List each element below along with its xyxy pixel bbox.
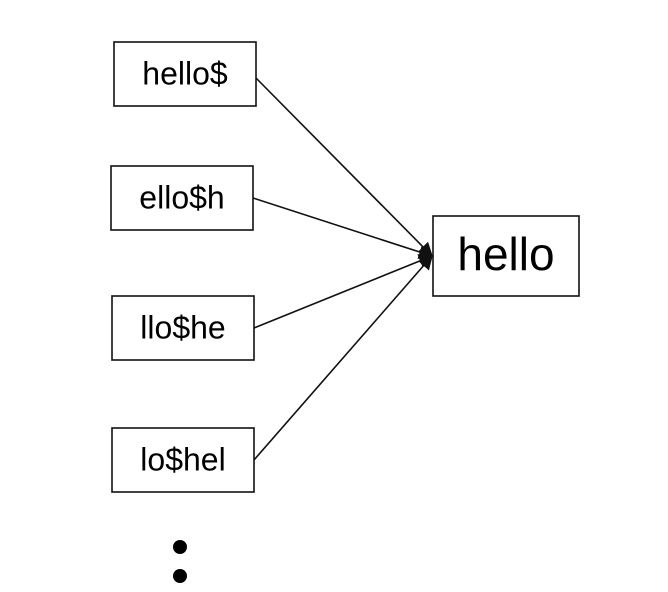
target-node: hello	[432, 215, 580, 297]
edge-lo$hel-to-hello	[253, 254, 433, 461]
source-node-4-label: lo$hel	[140, 441, 225, 477]
vertical-ellipsis-icon	[173, 540, 187, 583]
source-node-1-label: hello$	[142, 55, 228, 91]
source-node-1: hello$	[113, 41, 257, 107]
edge-ello$h-to-hello	[252, 197, 434, 259]
source-node-3: llo$he	[111, 295, 255, 361]
target-node-label: hello	[457, 228, 554, 280]
source-node-2-label: ello$h	[139, 179, 224, 215]
edge-hello$-to-hello	[255, 77, 434, 258]
source-node-3-label: llo$he	[140, 309, 225, 345]
source-node-2: ello$h	[110, 165, 254, 231]
source-node-4: lo$hel	[111, 427, 255, 493]
edge-llo$he-to-hello	[253, 254, 434, 329]
